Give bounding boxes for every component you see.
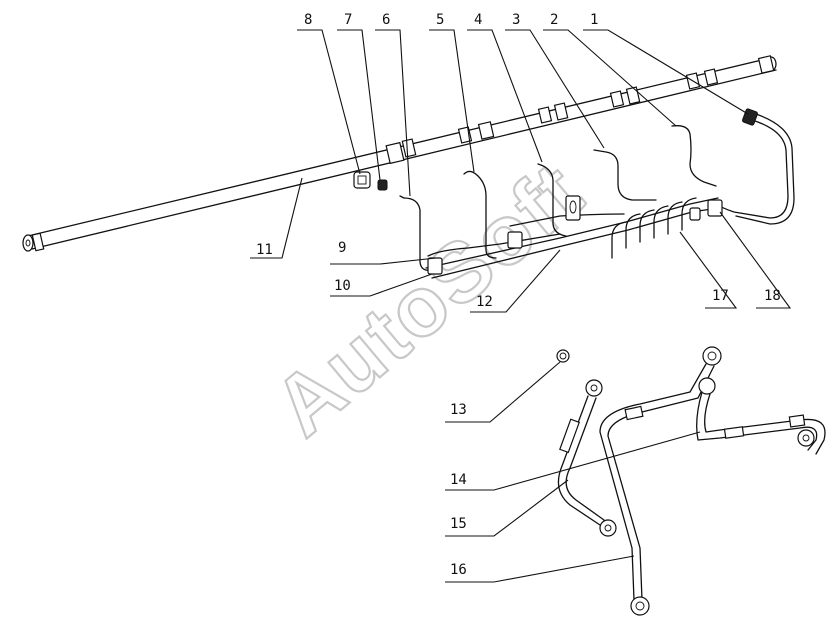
watermark: AutoSoft: [256, 144, 600, 454]
fuel-hose-15: [557, 379, 617, 537]
callout-13: 13: [450, 402, 467, 418]
callouts: 1 2 3 4 5 6 7 8 9 10 11 12 13 14 15 16 1…: [256, 12, 781, 578]
rail-clip: [353, 171, 371, 189]
leader-lines: [250, 29, 792, 583]
fuel-pipe-14: [696, 377, 826, 455]
callout-15: 15: [450, 516, 467, 532]
fuel-rail-tube: [22, 55, 777, 252]
callout-11: 11: [256, 242, 273, 258]
callout-18: 18: [764, 288, 781, 304]
callout-7: 7: [344, 12, 352, 28]
callout-6: 6: [382, 12, 390, 28]
callout-12: 12: [476, 294, 493, 310]
callout-1: 1: [590, 12, 598, 28]
callout-4: 4: [474, 12, 482, 28]
callout-8: 8: [304, 12, 312, 28]
fuel-pipe-16: [599, 346, 722, 616]
callout-2: 2: [550, 12, 558, 28]
callout-5: 5: [436, 12, 444, 28]
callout-9: 9: [338, 240, 346, 256]
washer: [556, 349, 570, 363]
small-fitting: [377, 179, 388, 191]
callout-3: 3: [512, 12, 520, 28]
callout-16: 16: [450, 562, 467, 578]
callout-10: 10: [334, 278, 351, 294]
return-line-assembly: [425, 195, 723, 279]
callout-14: 14: [450, 472, 467, 488]
callout-17: 17: [712, 288, 729, 304]
